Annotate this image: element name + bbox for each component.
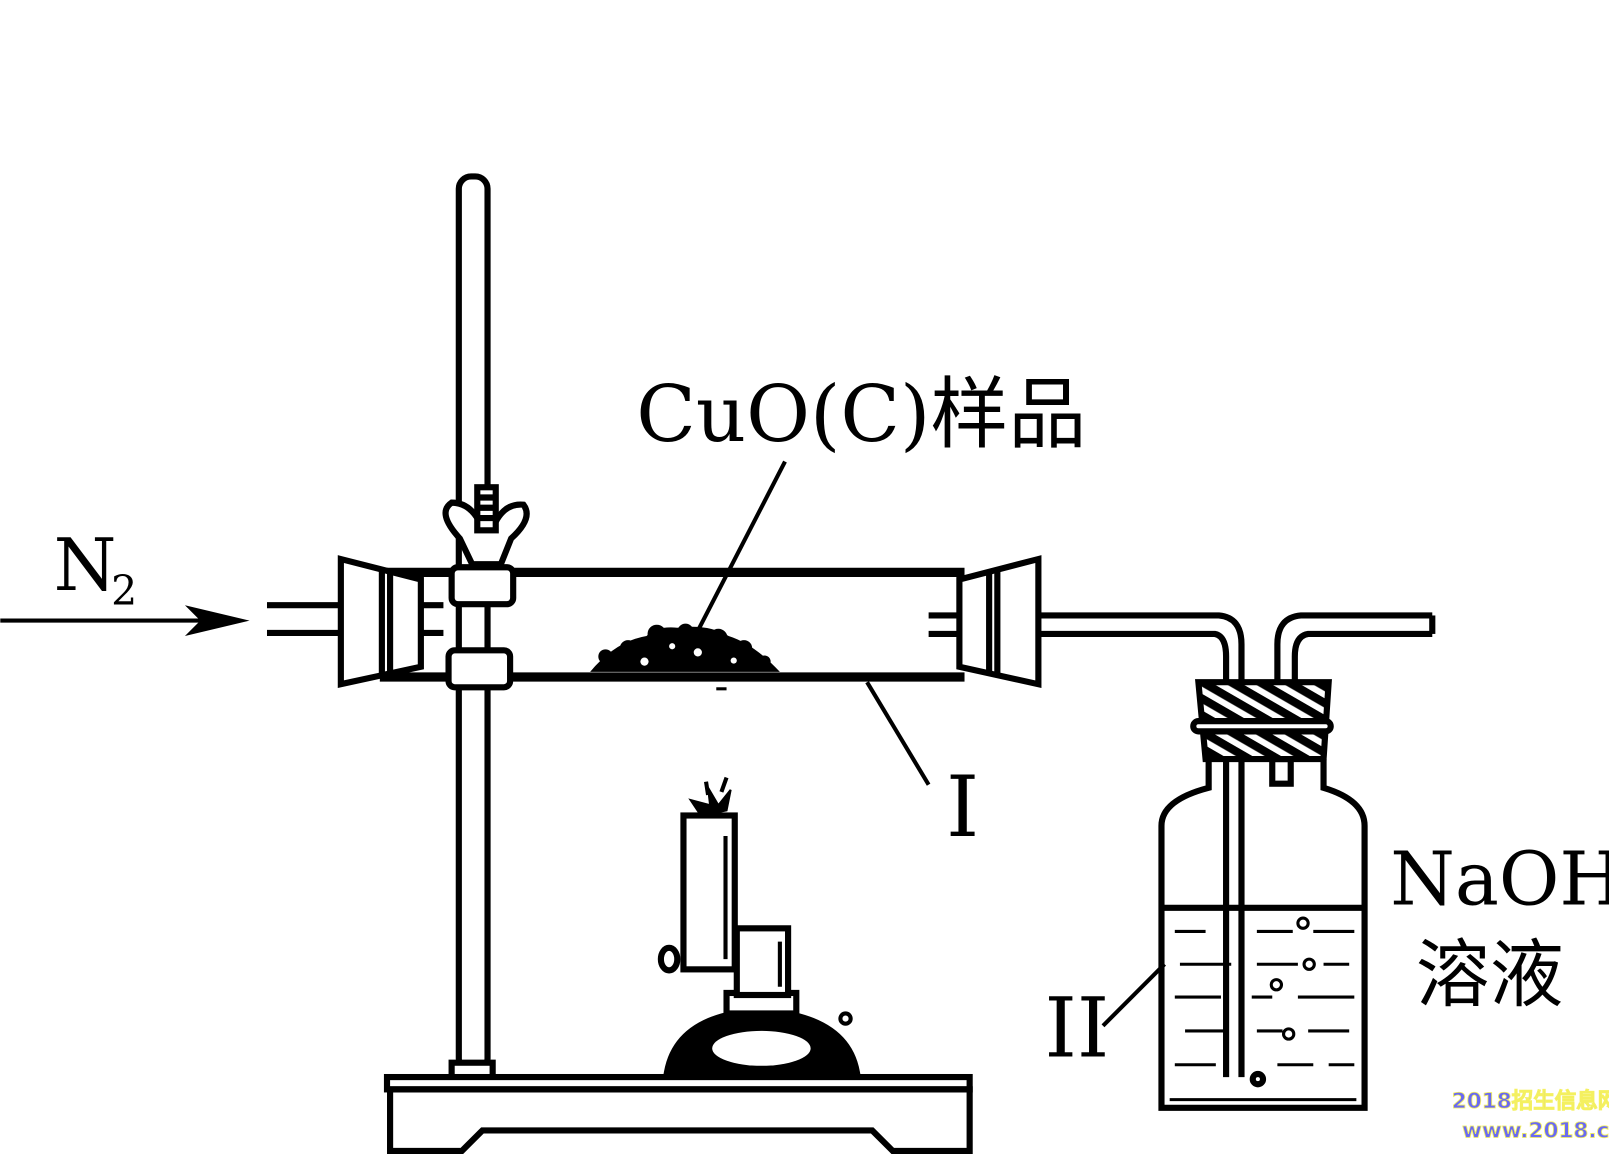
clamp — [442, 484, 530, 691]
sample-label: CuO(C)样品 — [636, 370, 1086, 460]
burner — [657, 776, 861, 1076]
sample-heap — [590, 623, 780, 691]
wash-bottle — [1158, 679, 1368, 1111]
bottle-label: II — [1045, 982, 1110, 1077]
inlet-tube — [266, 602, 341, 636]
solution-label-line1: NaOH — [1390, 837, 1609, 923]
watermark-line1: 2018招生信息网 — [1452, 1088, 1609, 1114]
gas-label: N — [54, 523, 117, 607]
tube-label: I — [946, 758, 979, 856]
solution-label-line2: 溶液 — [1416, 932, 1564, 1018]
tube-leader-line — [865, 681, 931, 786]
stand-base — [383, 1059, 973, 1154]
gas-label-subscript: 2 — [111, 567, 137, 615]
naoh-solution — [1174, 916, 1355, 1067]
bottle-leader-line — [1101, 962, 1166, 1028]
stand-rod — [455, 173, 491, 1074]
delivery-tube — [1038, 612, 1436, 1088]
gas-inlet-arrow — [0, 605, 250, 636]
right-stopper — [928, 555, 1042, 689]
sample-leader-line — [695, 460, 787, 632]
left-stopper — [337, 555, 444, 689]
watermark-line2: www.2018.cn — [1462, 1119, 1609, 1144]
